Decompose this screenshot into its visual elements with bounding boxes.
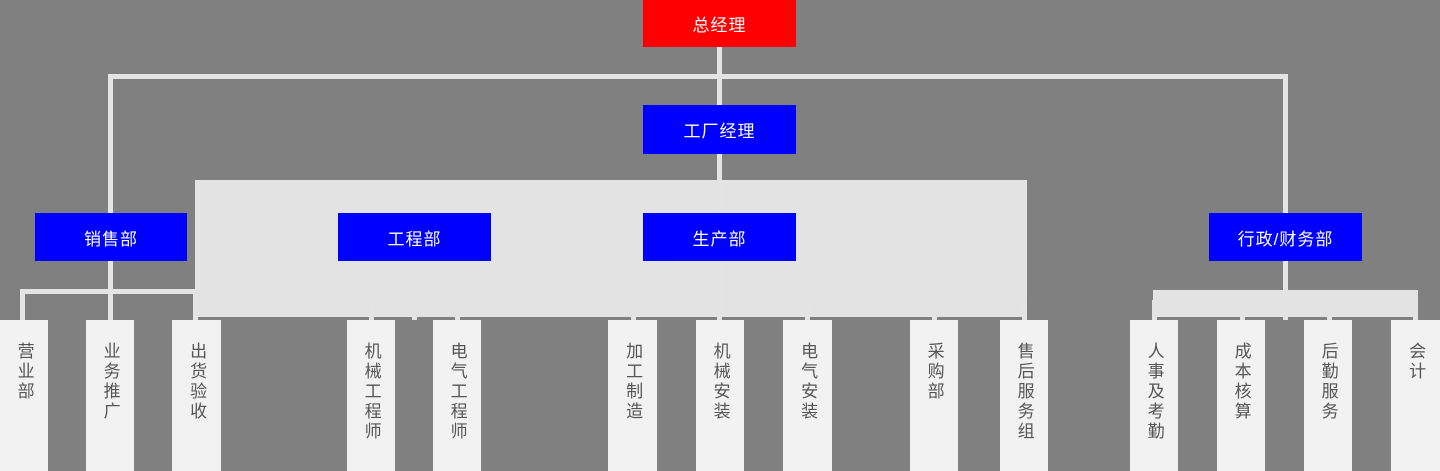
node-accounting-label: 会计 xyxy=(1406,342,1426,382)
node-general-manager-label: 总经理 xyxy=(692,16,747,35)
node-hr-attendance[interactable]: 人事及考勤 xyxy=(1130,320,1178,471)
node-logistics-service[interactable]: 后勤服务 xyxy=(1304,320,1352,471)
node-engineering-department-label: 工程部 xyxy=(387,229,442,249)
node-mechanical-engineer[interactable]: 机械工程师 xyxy=(347,320,395,471)
node-mechanical-installation[interactable]: 机械安装 xyxy=(696,320,744,471)
node-mechanical-engineer-label: 机械工程师 xyxy=(361,342,381,442)
node-cost-accounting[interactable]: 成本核算 xyxy=(1217,320,1265,471)
node-sales-office[interactable]: 营业部 xyxy=(0,320,48,471)
connector-production-leaf-2 xyxy=(717,300,722,320)
connector-sales-leaf-2 xyxy=(108,289,113,320)
node-after-sales-service[interactable]: 售后服务组 xyxy=(1000,320,1048,471)
node-electrical-engineer-label: 电气工程师 xyxy=(447,342,467,442)
node-mechanical-installation-label: 机械安装 xyxy=(710,342,730,422)
node-machining[interactable]: 加工制造 xyxy=(608,320,657,471)
connector-engineering-leaf-1 xyxy=(369,300,374,320)
node-production-department[interactable]: 生产部 xyxy=(643,213,796,261)
node-sales-department-label: 销售部 xyxy=(84,229,138,249)
node-purchasing-department-label: 采购部 xyxy=(924,342,944,402)
node-sales-office-label: 营业部 xyxy=(14,342,34,402)
connector-production-leaf-1 xyxy=(631,300,636,320)
node-general-manager[interactable]: 总经理 xyxy=(643,0,796,47)
connector-sales-leaf-1 xyxy=(20,289,25,320)
connector-to-sales xyxy=(108,74,113,213)
connector-admin-stem xyxy=(1283,261,1288,320)
connector-engineering-stem xyxy=(412,261,417,320)
center-group-panel xyxy=(195,180,1027,317)
connector-top-bar xyxy=(108,74,1288,79)
node-plant-manager-label: 工厂经理 xyxy=(683,122,756,141)
node-admin-finance-department-label: 行政/财务部 xyxy=(1237,229,1334,249)
node-business-promotion[interactable]: 业务推广 xyxy=(86,320,134,471)
connector-admin-leaf-1 xyxy=(1152,300,1157,320)
connector-admin-leaf-2 xyxy=(1240,300,1245,320)
connector-plant-down xyxy=(717,154,722,213)
node-logistics-service-label: 后勤服务 xyxy=(1318,342,1338,422)
node-business-promotion-label: 业务推广 xyxy=(100,342,120,422)
node-accounting[interactable]: 会计 xyxy=(1391,320,1440,471)
node-hr-attendance-label: 人事及考勤 xyxy=(1144,342,1164,442)
node-plant-manager[interactable]: 工厂经理 xyxy=(643,105,796,154)
connector-production-leaf-5 xyxy=(1022,300,1027,320)
node-purchasing-department[interactable]: 采购部 xyxy=(910,320,958,471)
connector-admin-leaf-4 xyxy=(1413,300,1418,320)
node-after-sales-service-label: 售后服务组 xyxy=(1014,342,1034,442)
node-electrical-installation[interactable]: 电气安装 xyxy=(783,320,832,471)
node-shipping-inspection[interactable]: 出货验收 xyxy=(172,320,221,471)
node-electrical-installation-label: 电气安装 xyxy=(798,342,818,422)
connector-sales-leaf-3 xyxy=(193,289,198,320)
node-engineering-department[interactable]: 工程部 xyxy=(338,213,491,261)
connector-admin-leaf-3 xyxy=(1327,300,1332,320)
node-production-department-label: 生产部 xyxy=(692,229,747,249)
node-sales-department[interactable]: 销售部 xyxy=(35,213,187,261)
node-admin-finance-department[interactable]: 行政/财务部 xyxy=(1209,213,1362,261)
node-shipping-inspection-label: 出货验收 xyxy=(187,342,207,422)
node-electrical-engineer[interactable]: 电气工程师 xyxy=(433,320,481,471)
connector-sales-stem xyxy=(108,261,113,291)
connector-production-leaf-3 xyxy=(805,300,810,320)
connector-production-leaf-4 xyxy=(932,300,937,320)
node-cost-accounting-label: 成本核算 xyxy=(1231,342,1251,422)
connector-to-admin xyxy=(1283,74,1288,213)
connector-production-stem xyxy=(717,261,722,320)
node-machining-label: 加工制造 xyxy=(623,342,643,422)
connector-engineering-leaf-2 xyxy=(455,300,460,320)
